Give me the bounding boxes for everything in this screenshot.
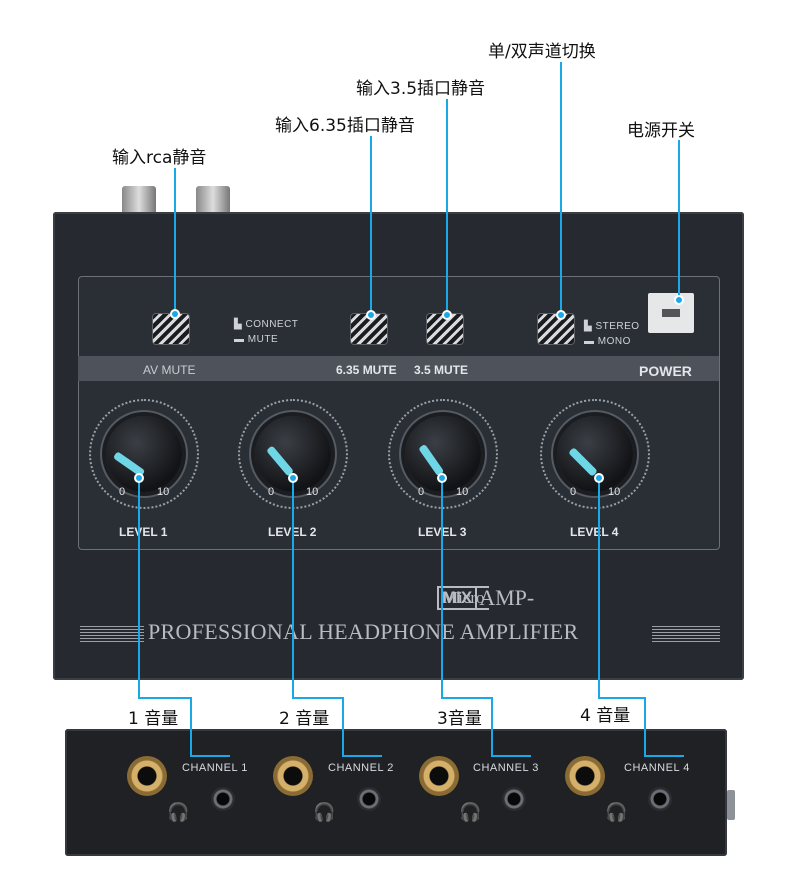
mute-35-label: 3.5 MUTE: [414, 363, 469, 377]
callout-dot-rca: [170, 309, 180, 319]
callout-line-vol3-v2: [491, 697, 493, 757]
jack-635[interactable]: [419, 756, 459, 796]
callout-dot-vol4: [594, 473, 604, 483]
stereo-mono-button[interactable]: [537, 313, 575, 345]
callout-dot-vol1: [134, 473, 144, 483]
callout-635-mute: 输入6.35插口静音: [275, 116, 415, 136]
callout-line-vol1: [138, 477, 140, 699]
callout-rca-mute: 输入rca静音: [112, 148, 207, 168]
av-mute-label: AV MUTE: [143, 363, 196, 377]
headphone-icon: 🎧: [459, 802, 482, 823]
knob-scale-ring: [89, 399, 199, 509]
scale-min: 0: [268, 486, 275, 498]
callout-line-vol2: [292, 477, 294, 699]
callout-line-vol2-end: [342, 755, 382, 757]
scale-min: 0: [570, 486, 577, 498]
callout-line-vol4-end: [644, 755, 684, 757]
scale-min: 0: [119, 486, 126, 498]
callout-line-stereo: [560, 62, 562, 315]
callout-dot-35: [442, 310, 452, 320]
mono-legend: ▬ MONO: [584, 336, 631, 347]
callout-35-mute: 输入3.5插口静音: [356, 79, 486, 99]
callout-line-vol2-v2: [342, 697, 344, 757]
power-label: POWER: [639, 363, 692, 379]
callout-line-vol3: [441, 477, 443, 699]
channel-label: CHANNEL 4: [624, 762, 690, 774]
callout-dot-vol2: [288, 473, 298, 483]
jack-635[interactable]: [273, 756, 313, 796]
callout-line-vol4: [598, 477, 600, 699]
channel-label: CHANNEL 3: [473, 762, 539, 774]
callout-dot-635: [366, 310, 376, 320]
scale-min: 0: [418, 486, 425, 498]
stereo-legend: ▙ STEREO: [584, 321, 640, 332]
rca-jack-right: [196, 186, 230, 216]
channel-label: CHANNEL 1: [182, 762, 248, 774]
scale-max: 10: [157, 486, 170, 498]
knob-scale-ring: [540, 399, 650, 509]
level-label: LEVEL 1: [119, 525, 168, 539]
label-strip: [78, 356, 719, 381]
av-mute-button[interactable]: [152, 313, 190, 345]
callout-vol1: 1 音量: [128, 709, 179, 729]
callout-line-35: [446, 99, 448, 315]
decor-lines-right: [652, 626, 720, 642]
device-front: [65, 729, 727, 856]
scale-max: 10: [456, 486, 469, 498]
callout-line-vol3-end: [491, 755, 531, 757]
callout-dot-vol3: [437, 473, 447, 483]
headphone-icon: 🎧: [605, 802, 628, 823]
level-label: LEVEL 4: [570, 525, 619, 539]
callout-line-vol1-v2: [190, 697, 192, 757]
scale-max: 10: [306, 486, 319, 498]
callout-line-635: [370, 136, 372, 315]
power-button-slot: [662, 309, 680, 317]
brand-logo: Micro MIX AMP-: [437, 585, 535, 610]
jack-35[interactable]: [357, 787, 381, 811]
callout-dot-stereo: [556, 310, 566, 320]
callout-mono-stereo: 单/双声道切换: [488, 42, 596, 62]
headphone-icon: 🎧: [313, 802, 336, 823]
callout-line-rca: [174, 168, 176, 314]
callout-line-power: [678, 140, 680, 300]
callout-vol4: 4 音量: [580, 706, 631, 726]
connect-legend: ▙ CONNECT: [234, 319, 299, 330]
rca-jack-left: [122, 186, 156, 216]
callout-line-vol4-h: [598, 697, 646, 699]
jack-635[interactable]: [565, 756, 605, 796]
scale-max: 10: [608, 486, 621, 498]
callout-line-vol1-end: [190, 755, 230, 757]
brand-mix: MIX: [437, 586, 478, 610]
channel-label: CHANNEL 2: [328, 762, 394, 774]
jack-35[interactable]: [648, 787, 672, 811]
callout-line-vol3-h: [441, 697, 493, 699]
callout-vol2: 2 音量: [279, 709, 330, 729]
callout-line-vol2-h: [292, 697, 344, 699]
brand-amp: AMP-: [479, 585, 535, 610]
callout-power: 电源开关: [627, 121, 695, 141]
mute-635-label: 6.35 MUTE: [336, 363, 397, 377]
headphone-icon: 🎧: [167, 802, 190, 823]
callout-vol3: 3音量: [437, 709, 482, 729]
jack-635[interactable]: [127, 756, 167, 796]
tagline: PROFESSIONAL HEADPHONE AMPLIFIER: [148, 619, 579, 644]
knob-scale-ring: [388, 399, 498, 509]
callout-line-vol4-v2: [644, 697, 646, 757]
callout-line-vol1-h: [138, 697, 192, 699]
decor-lines-left: [80, 626, 144, 642]
callout-dot-power: [674, 295, 684, 305]
mute-legend: ▬ MUTE: [234, 334, 279, 345]
jack-35[interactable]: [211, 787, 235, 811]
power-button[interactable]: [648, 293, 694, 333]
front-screw: [727, 790, 735, 820]
jack-35[interactable]: [502, 787, 526, 811]
